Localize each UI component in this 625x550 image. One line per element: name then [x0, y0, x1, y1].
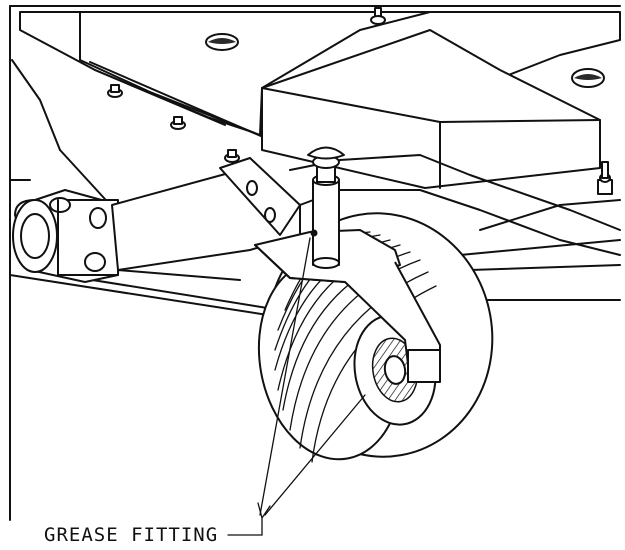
grease-fitting-label: GREASE FITTING [44, 524, 219, 546]
mower-deck [9, 11, 621, 321]
grease-fitting-icon [310, 229, 318, 237]
frame-border [9, 5, 621, 521]
caster-spindle [307, 146, 345, 269]
deck-bolts [107, 7, 613, 195]
roller-assembly [12, 189, 121, 283]
callout-leaders [227, 237, 366, 536]
deck-knobs [205, 33, 605, 88]
